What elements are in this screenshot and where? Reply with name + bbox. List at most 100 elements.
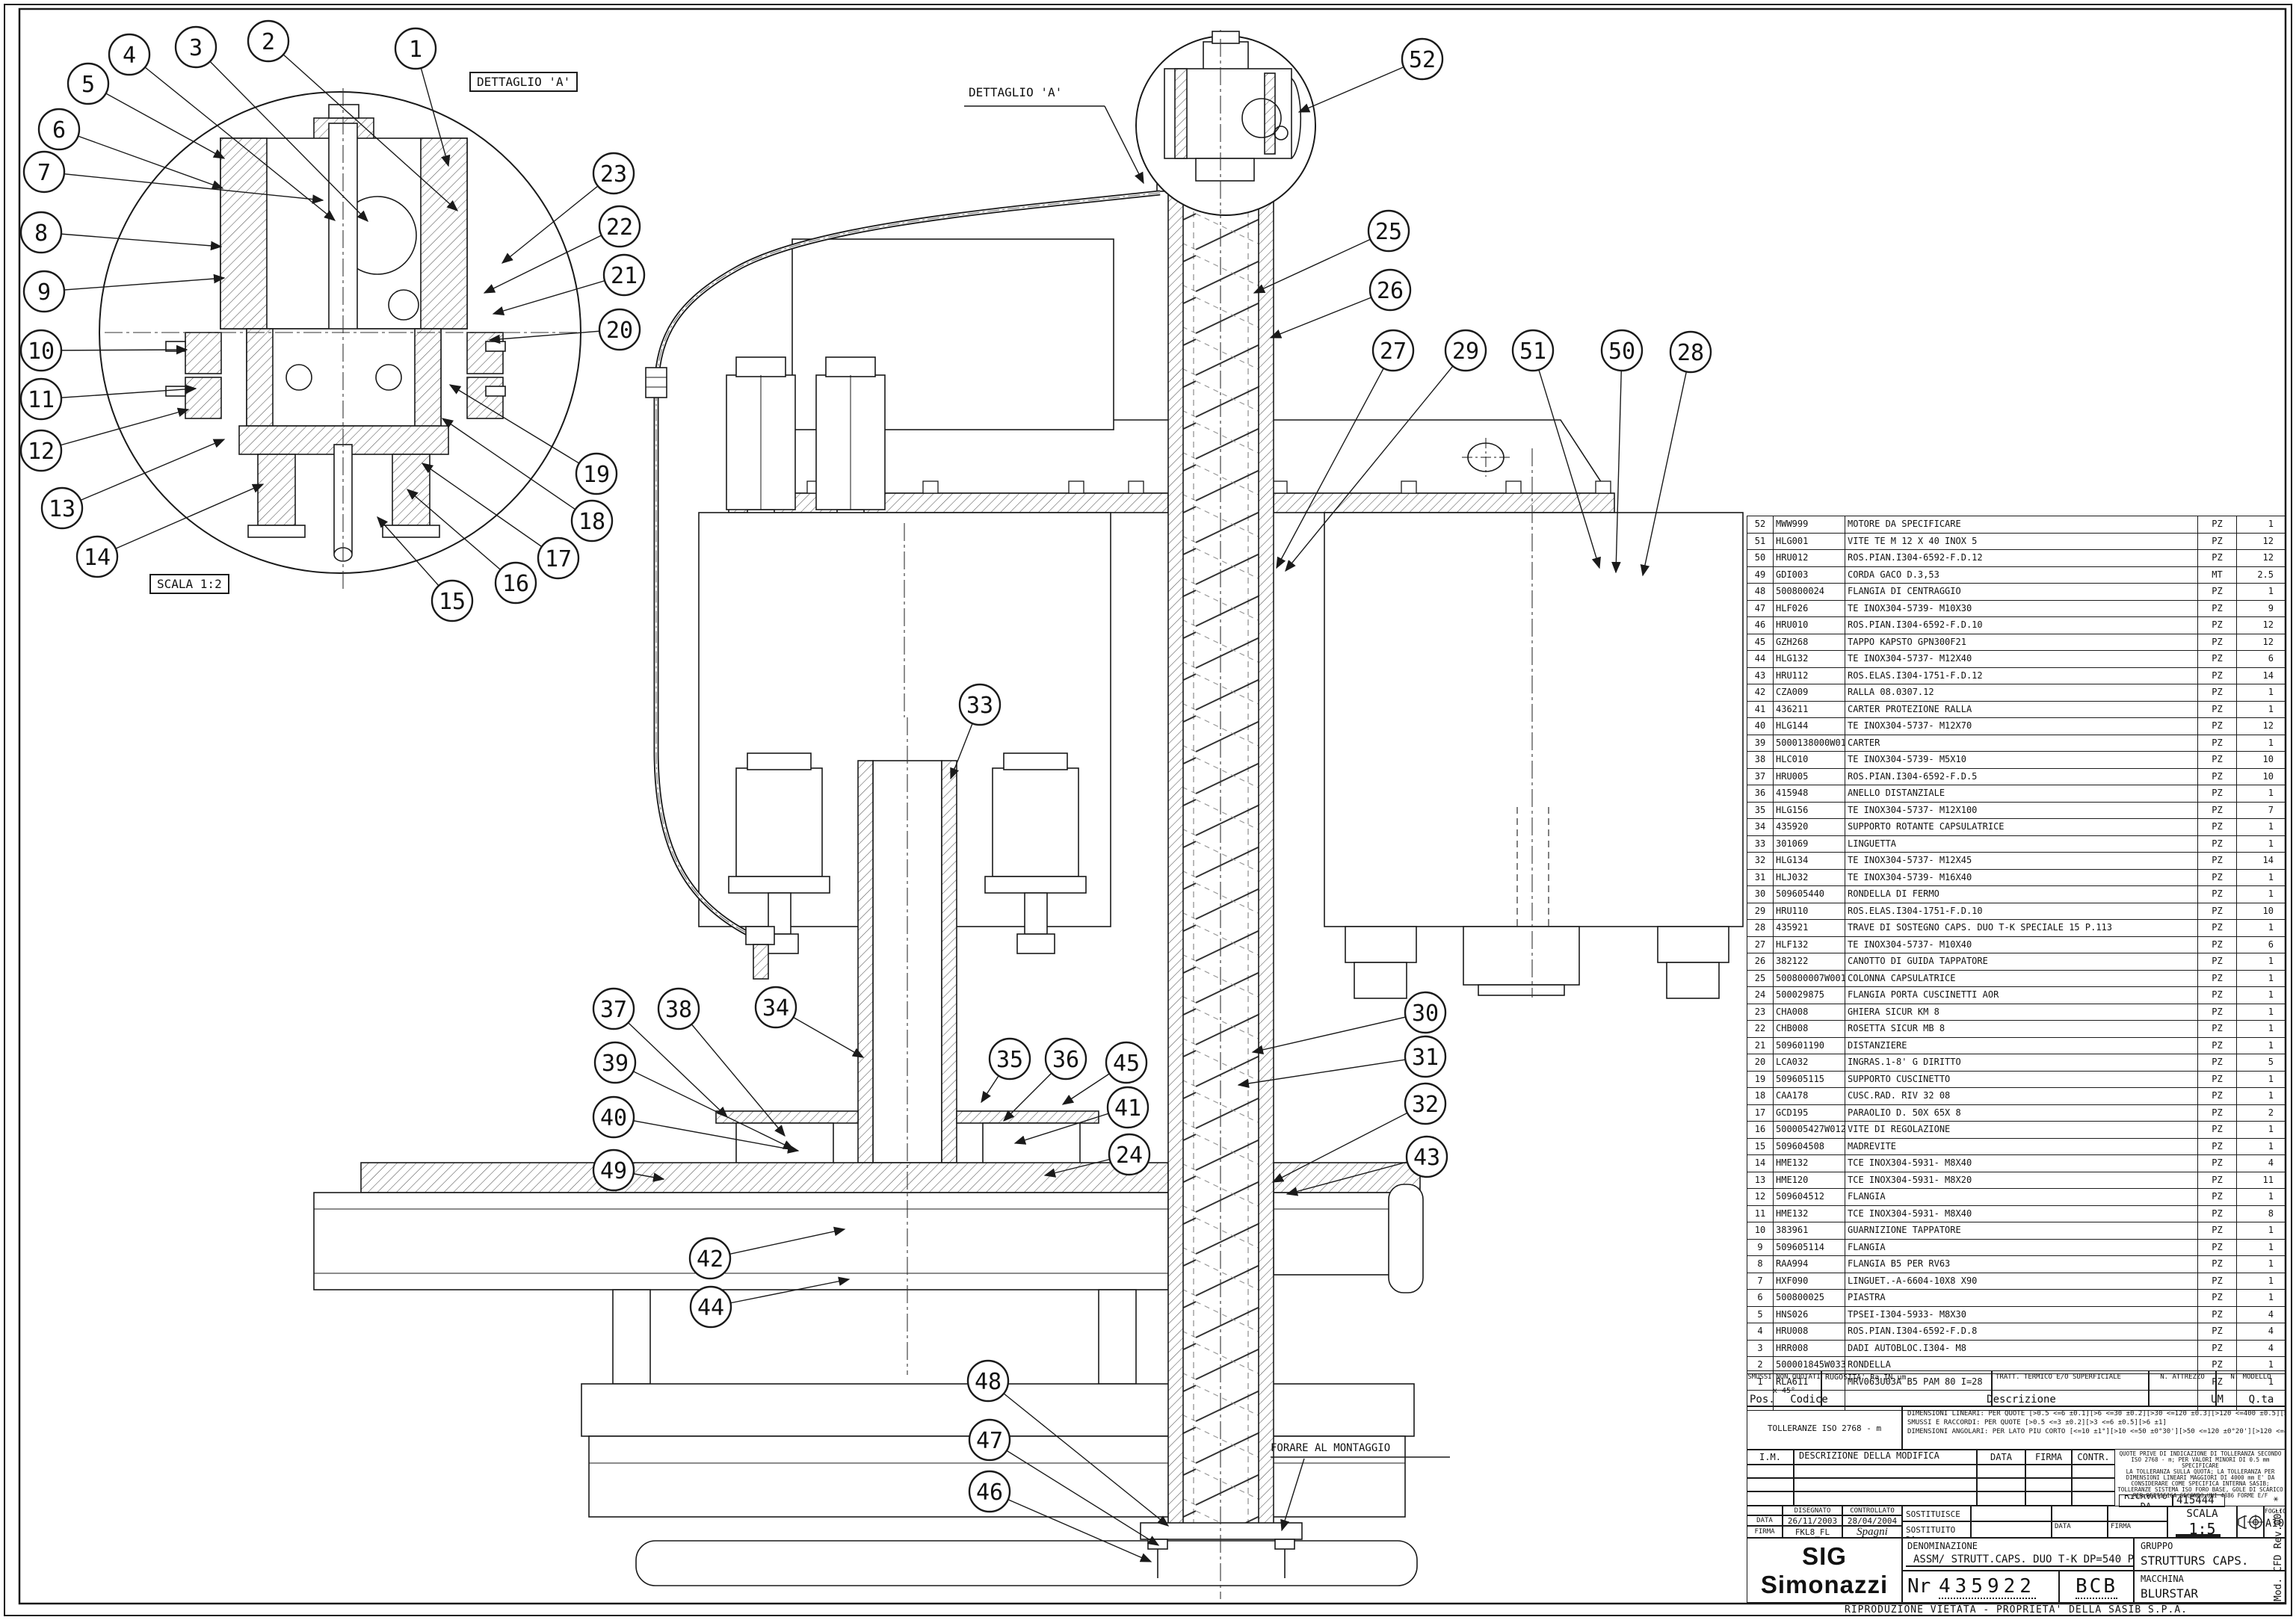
base-table [313,1162,1424,1385]
tb-firma2-label: FIRMA [2108,1521,2167,1538]
balloon-7 [22,150,66,194]
balloon-9 [22,270,66,313]
mod-empty [1794,1465,1977,1478]
balloon-leader [1611,350,1623,574]
tb-nr-value: 435922 [1939,1575,2036,1599]
tb-firma-disegnato: FKL8_FL [1783,1526,1842,1538]
balloon-number: 41 [1114,1095,1141,1122]
mod-empty [1977,1491,2025,1506]
balloon-number: 23 [600,161,627,188]
balloon-21 [602,253,646,297]
balloon-32 [1404,1082,1447,1125]
balloon-41 [1106,1086,1149,1129]
balloon-leader [448,384,597,474]
balloon-leader [710,1276,851,1308]
balloon-number: 33 [966,693,993,719]
mod-empty [1747,1491,1794,1506]
balloon-leader [43,171,324,204]
balloon-leader [488,329,620,344]
mod-im-header: I.M. [1747,1450,1794,1465]
balloon-23 [592,152,635,195]
tolleranze-cell: TOLLERANZE ISO 2768 - m [1747,1406,1902,1450]
balloon-number: 37 [600,997,627,1023]
balloon-leader [1285,350,1466,572]
tb-blank [1971,1521,2052,1538]
ricavato-label: RICAVATO DA [2119,1494,2173,1507]
balloon-leader [1269,289,1391,338]
balloon-number: 34 [762,995,789,1021]
projection-symbol-icon [2238,1514,2263,1530]
balloon-callouts: 1234567891011121314151617181920212223242… [19,19,1712,1562]
tb-denominazione-cell: DENOMINAZIONE ASSM/ STRUTT.CAPS. DUO T-K… [1902,1538,2134,1571]
balloon-27 [1371,329,1415,372]
balloon-number: 27 [1380,338,1407,365]
tb-data2-label: DATA [2052,1521,2108,1538]
balloon-15 [430,579,474,622]
balloon-number: 7 [37,160,51,186]
balloon-19 [575,452,618,495]
support-beam [728,419,1615,513]
balloon-number: 32 [1412,1092,1439,1118]
balloon-13 [40,486,84,530]
balloon-number: 6 [52,117,66,143]
balloon-leader [709,1226,846,1259]
balloon-47 [968,1418,1011,1462]
bom-header-row: Pos. Codice Descrizione UM Q.ta [1747,1390,2286,1411]
balloon-16 [494,561,537,605]
balloon-2 [247,19,290,63]
balloon-50 [1600,329,1644,372]
detail-view-top [1135,31,1316,216]
balloon-leader [61,439,226,509]
detail-view-left [99,88,581,590]
balloon-leader [40,232,223,251]
detail-scale-label: SCALA 1:2 [149,574,229,594]
balloon-leader [678,1008,786,1137]
balloon-leader [989,1439,1160,1546]
balloon-number: 26 [1377,278,1404,304]
balloon-31 [1404,1035,1447,1078]
company-logo: SIG Simonazzi [1747,1538,1902,1603]
balloon-number: 30 [1412,1001,1439,1027]
mod-empty [1794,1491,1977,1506]
balloon-8 [19,211,63,254]
balloon-leader [195,46,368,222]
mod-empty [1747,1465,1794,1478]
balloon-leader [441,418,593,522]
edge-note: Mod. CFD Rev.00: * [2273,1496,2284,1601]
balloon-number: 16 [502,571,529,597]
balloon-number: 31 [1412,1045,1439,1071]
balloon-number: 17 [545,546,572,572]
balloon-number: 8 [34,220,48,247]
right-box [1324,512,1744,999]
balloon-24 [1108,1133,1151,1176]
balloon-leader [43,273,226,292]
balloon-number: 38 [665,997,692,1023]
title-block: DISEGNATO CONTROLLATO DATA 26/11/2003 28… [1747,1506,2286,1603]
balloon-leader [406,489,516,584]
balloon-number: 3 [189,35,203,61]
balloon-leader [614,1062,795,1150]
mod-empty [2025,1491,2072,1506]
tb-data-disegnato: 26/11/2003 [1783,1515,1842,1526]
balloon-18 [570,499,614,542]
balloon-leader [987,1380,1170,1527]
